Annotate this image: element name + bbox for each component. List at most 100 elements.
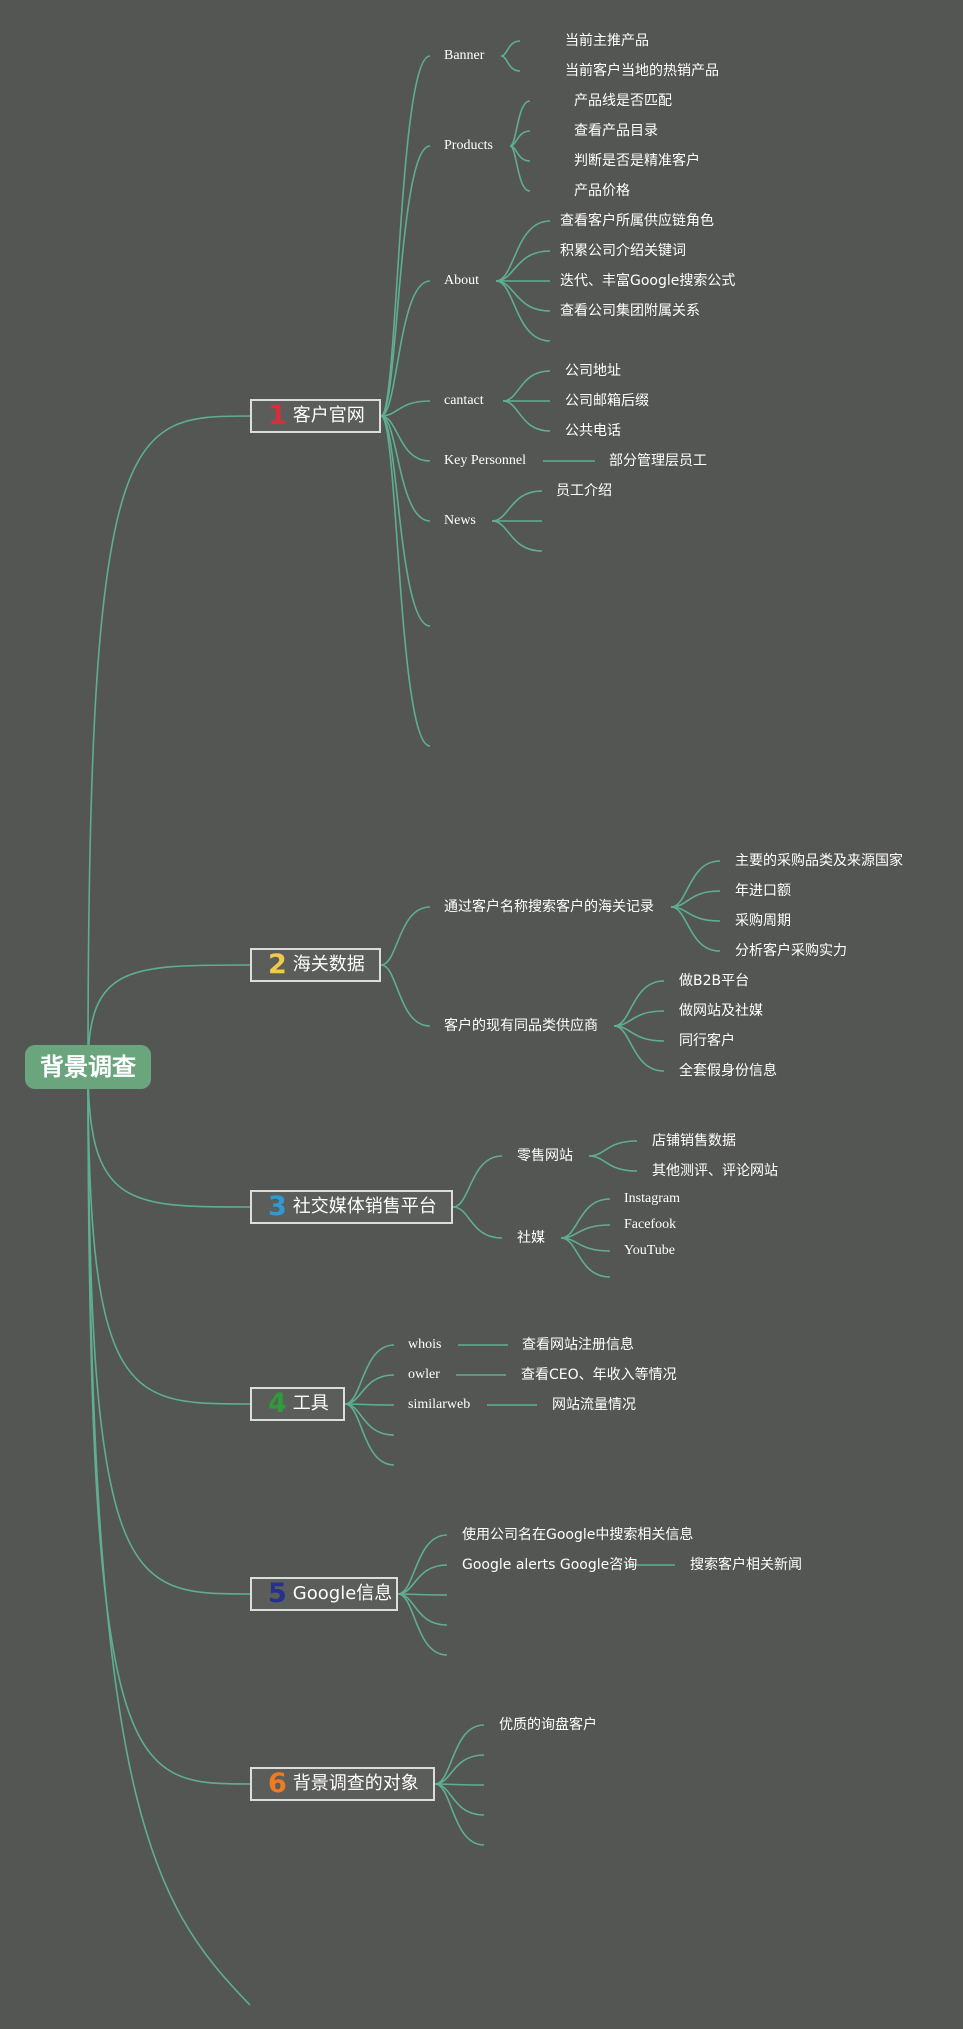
- leaf-node[interactable]: 公司邮箱后缀: [565, 393, 649, 409]
- branch-number-5: 5: [268, 1578, 287, 1609]
- sub-products[interactable]: Products: [444, 138, 493, 153]
- connector-line: [397, 1593, 448, 1596]
- connector-line: [344, 1344, 395, 1405]
- sub-customs-records[interactable]: 通过客户名称搜索客户的海关记录: [444, 899, 654, 915]
- connector-line: [500, 40, 521, 57]
- connector-line: [509, 100, 531, 147]
- sub-news[interactable]: News: [444, 513, 476, 528]
- leaf-node[interactable]: 当前主推产品: [565, 33, 649, 49]
- leaf-node[interactable]: 迭代、丰富Google搜索公式: [560, 273, 736, 289]
- branch-node-2[interactable]: 2 海关数据: [250, 948, 381, 982]
- connector-line: [509, 130, 531, 147]
- branch-number-2: 2: [268, 949, 287, 980]
- branch-label-6: 背景调查的对象: [292, 1773, 419, 1794]
- connector-line: [87, 964, 251, 1068]
- branch-node-4[interactable]: 4 工具: [250, 1387, 345, 1421]
- connector-line: [560, 1237, 611, 1278]
- branch-label-3: 社交媒体销售平台: [292, 1196, 437, 1217]
- connector-line: [588, 1140, 638, 1157]
- connector-line: [491, 520, 543, 552]
- connector-line: [87, 415, 251, 1068]
- connector-line: [344, 1374, 395, 1405]
- branch-label-2: 海关数据: [292, 954, 365, 975]
- connector-line: [452, 1155, 503, 1208]
- connector-line: [509, 145, 531, 192]
- sub-social-media[interactable]: 社媒: [517, 1230, 545, 1246]
- sub-google-search[interactable]: 使用公司名在Google中搜索相关信息: [462, 1527, 694, 1543]
- connector-line: [397, 1564, 448, 1595]
- leaf-node[interactable]: Facefook: [624, 1217, 677, 1232]
- leaf-node[interactable]: 部分管理层员工: [609, 453, 707, 469]
- branch-number-3: 3: [268, 1191, 287, 1222]
- sub-about[interactable]: About: [444, 273, 479, 288]
- leaf-node[interactable]: 查看CEO、年收入等情况: [521, 1367, 677, 1383]
- leaf-node[interactable]: 分析客户采购实力: [735, 943, 847, 959]
- connector-line: [344, 1403, 395, 1406]
- sub-target-inquiries[interactable]: 优质的询盘客户: [499, 1717, 597, 1733]
- leaf-node[interactable]: 当前客户当地的热销产品: [565, 63, 719, 79]
- connector-line: [434, 1724, 485, 1785]
- connector-line: [380, 415, 431, 747]
- connector-line: [380, 145, 431, 417]
- leaf-node[interactable]: 搜索客户相关新闻: [690, 1557, 802, 1573]
- sub-banner[interactable]: Banner: [444, 48, 485, 63]
- leaf-node[interactable]: 其他测评、评论网站: [652, 1163, 778, 1179]
- sub-existing-suppliers[interactable]: 客户的现有同品类供应商: [444, 1018, 598, 1034]
- leaf-node[interactable]: 做B2B平台: [679, 973, 750, 989]
- leaf-node[interactable]: 积累公司介绍关键词: [560, 243, 686, 259]
- leaf-node[interactable]: 查看客户所属供应链角色: [560, 213, 714, 229]
- sub-cantact[interactable]: cantact: [444, 393, 484, 408]
- connector-line: [502, 370, 551, 402]
- branch-node-5[interactable]: 5 Google信息: [250, 1577, 398, 1611]
- leaf-node[interactable]: 采购周期: [735, 913, 791, 929]
- leaf-node[interactable]: 网站流量情况: [552, 1397, 636, 1413]
- branch-label-4: 工具: [292, 1393, 329, 1414]
- connector-line: [588, 1155, 638, 1172]
- connector-line: [613, 980, 665, 1027]
- leaf-node[interactable]: 产品线是否匹配: [574, 93, 672, 109]
- connector-line: [502, 400, 551, 432]
- connector-line: [87, 1066, 251, 1208]
- connector-line: [344, 1403, 395, 1466]
- connector-line: [491, 490, 543, 522]
- leaf-node[interactable]: 员工介绍: [556, 483, 612, 499]
- leaf-node[interactable]: 做网站及社媒: [679, 1003, 763, 1019]
- connector-line: [500, 55, 521, 72]
- leaf-node[interactable]: 查看公司集团附属关系: [560, 303, 700, 319]
- leaf-node[interactable]: 产品价格: [574, 183, 630, 199]
- connector-line: [87, 1066, 251, 1785]
- connector-line: [670, 906, 721, 952]
- connector-line: [87, 1066, 251, 2006]
- sub-key-personnel[interactable]: Key Personnel: [444, 453, 527, 468]
- root-node[interactable]: 背景调查: [25, 1045, 151, 1089]
- leaf-node[interactable]: 公司地址: [565, 363, 621, 379]
- leaf-node[interactable]: 同行客户: [679, 1033, 735, 1049]
- connector-line: [495, 280, 551, 342]
- connector-line: [380, 415, 431, 522]
- connector-line: [495, 220, 551, 282]
- sub-google-alerts[interactable]: Google alerts Google咨询: [462, 1557, 638, 1573]
- leaf-node[interactable]: 判断是否是精准客户: [574, 153, 700, 169]
- leaf-node[interactable]: 查看网站注册信息: [522, 1337, 634, 1353]
- leaf-node[interactable]: 查看产品目录: [574, 123, 658, 139]
- sub-similarweb[interactable]: similarweb: [408, 1397, 471, 1412]
- sub-retail-sites[interactable]: 零售网站: [517, 1148, 573, 1164]
- connector-line: [560, 1224, 611, 1239]
- sub-owler[interactable]: owler: [408, 1367, 440, 1382]
- connector-line: [670, 890, 721, 908]
- branch-node-6[interactable]: 6 背景调查的对象: [250, 1767, 435, 1801]
- leaf-node[interactable]: Instagram: [624, 1191, 680, 1206]
- leaf-node[interactable]: YouTube: [624, 1243, 675, 1258]
- leaf-node[interactable]: 店铺销售数据: [652, 1133, 736, 1149]
- branch-node-1[interactable]: 1 客户官网: [250, 399, 381, 433]
- connector-line: [380, 906, 431, 966]
- connector-line: [380, 415, 431, 462]
- leaf-node[interactable]: 主要的采购品类及来源国家: [735, 853, 903, 869]
- leaf-node[interactable]: 公共电话: [565, 423, 621, 439]
- branch-label-1: 客户官网: [292, 405, 365, 426]
- sub-whois[interactable]: whois: [408, 1337, 442, 1352]
- connector-line: [87, 1066, 251, 1405]
- leaf-node[interactable]: 年进口额: [735, 883, 791, 899]
- leaf-node[interactable]: 全套假身份信息: [679, 1063, 777, 1079]
- branch-node-3[interactable]: 3 社交媒体销售平台: [250, 1190, 453, 1224]
